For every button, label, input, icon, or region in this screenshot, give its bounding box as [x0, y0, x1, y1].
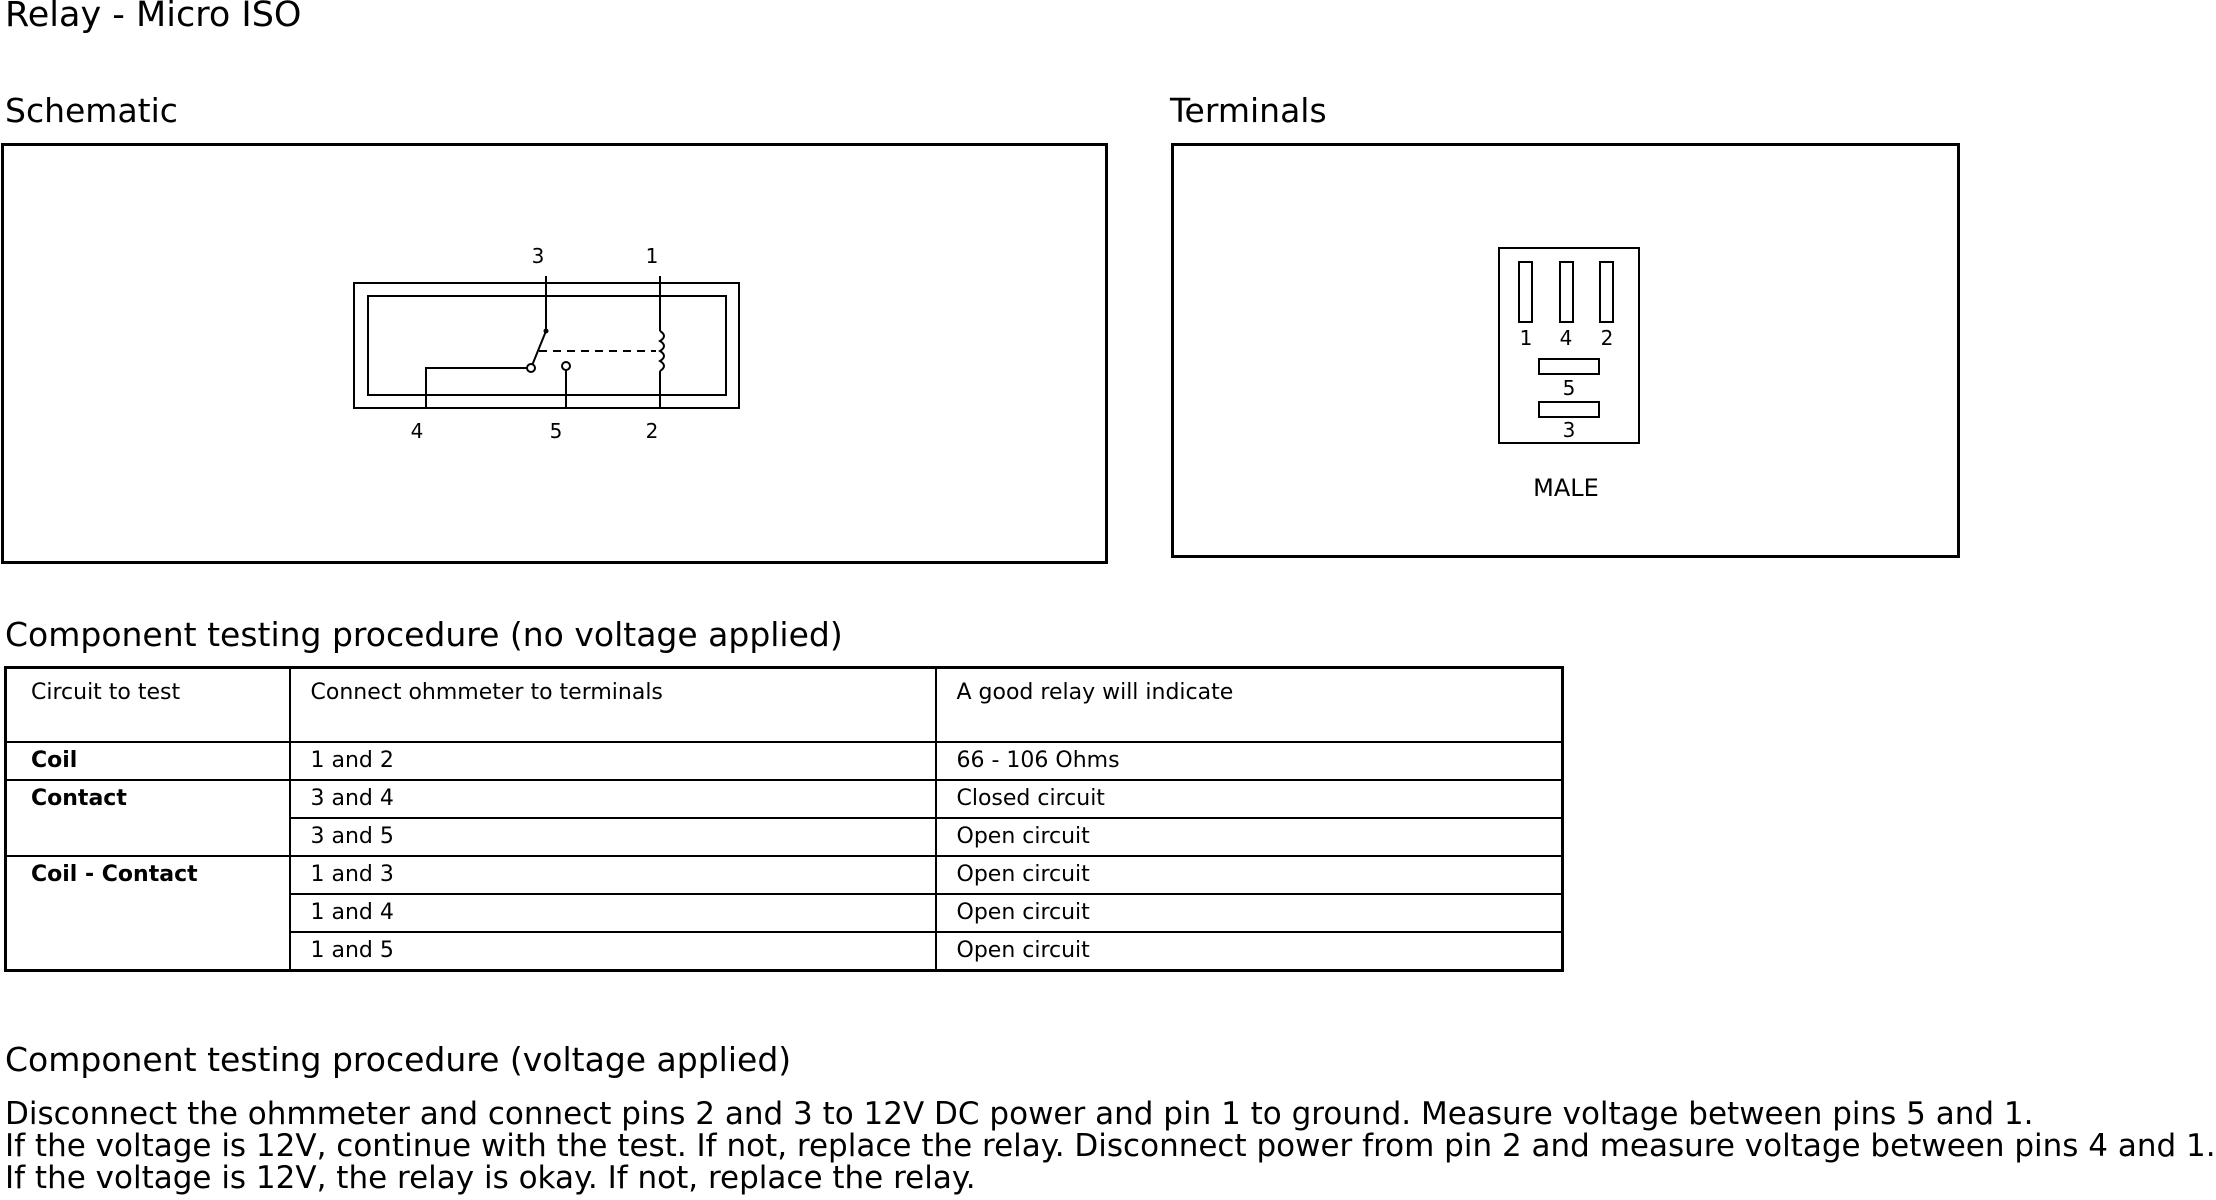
- terminal-caption: MALE: [1533, 474, 1599, 502]
- voltage-procedure-text: Disconnect the ohmmeter and connect pins…: [5, 1098, 2216, 1194]
- table-row: 3 and 5 Open circuit: [5, 817, 1563, 857]
- terminals-cell: 1 and 4: [289, 893, 937, 933]
- result-cell: Open circuit: [935, 893, 1563, 933]
- no-voltage-test-table: Circuit to test Connect ohmmeter to term…: [4, 666, 1564, 972]
- procedure-line: If the voltage is 12V, continue with the…: [5, 1128, 2216, 1164]
- terminal-layout-diagram: 1 4 2 5 3 MALE: [1498, 247, 1640, 502]
- terminals-cell: 1 and 5: [289, 931, 937, 970]
- procedure-line: Disconnect the ohmmeter and connect pins…: [5, 1096, 2034, 1132]
- schematic-heading: Schematic: [5, 91, 178, 130]
- table-row: Coil 1 and 2 66 - 106 Ohms: [5, 741, 1563, 781]
- terminals-cell: 3 and 4: [289, 779, 937, 819]
- circuit-cell: Contact: [5, 779, 291, 818]
- circuit-cell: Coil - Contact: [5, 855, 291, 894]
- circuit-cell: [5, 931, 291, 970]
- table-row: Coil - Contact 1 and 3 Open circuit: [5, 855, 1563, 895]
- circuit-cell: [5, 893, 291, 932]
- table-header-row: Circuit to test Connect ohmmeter to term…: [5, 667, 1563, 743]
- result-cell: Closed circuit: [935, 779, 1563, 819]
- result-cell: Open circuit: [935, 855, 1563, 895]
- schematic-pin-1-label: 1: [646, 244, 659, 268]
- page-title: Relay - Micro ISO: [5, 0, 302, 35]
- column-header-circuit: Circuit to test: [5, 667, 291, 743]
- terminals-cell: 1 and 3: [289, 855, 937, 895]
- result-cell: Open circuit: [935, 817, 1563, 857]
- terminal-pin-5-label: 5: [1563, 376, 1576, 400]
- circuit-cell: [5, 817, 291, 857]
- schematic-pin-2-label: 2: [646, 419, 659, 443]
- schematic-pin-5-label: 5: [550, 419, 563, 443]
- schematic-panel: 3 1 4 5 2: [1, 143, 1108, 564]
- voltage-heading: Component testing procedure (voltage app…: [5, 1040, 792, 1079]
- column-header-terminals: Connect ohmmeter to terminals: [289, 667, 937, 743]
- terminal-pin-4-label: 4: [1560, 326, 1573, 350]
- terminals-heading: Terminals: [1170, 91, 1327, 130]
- terminals-cell: 3 and 5: [289, 817, 937, 857]
- terminal-pin-3-label: 3: [1563, 418, 1576, 442]
- schematic-pin-4-label: 4: [411, 419, 424, 443]
- table-row: 1 and 4 Open circuit: [5, 893, 1563, 933]
- procedure-line: If the voltage is 12V, the relay is okay…: [5, 1160, 976, 1196]
- result-cell: Open circuit: [956, 937, 1090, 963]
- relay-schematic-diagram: 3 1 4 5 2: [353, 244, 740, 443]
- terminal-pin-2-label: 2: [1601, 326, 1614, 350]
- terminals-panel: 1 4 2 5 3 MALE: [1171, 143, 1960, 558]
- schematic-pin-3-label: 3: [532, 244, 545, 268]
- column-header-result: A good relay will indicate: [935, 667, 1563, 743]
- no-voltage-heading: Component testing procedure (no voltage …: [5, 615, 843, 654]
- circuit-cell: Coil: [5, 741, 291, 781]
- terminals-cell: 1 and 2: [289, 741, 937, 781]
- result-cell: 66 - 106 Ohms: [935, 741, 1563, 781]
- terminal-pin-1-label: 1: [1520, 326, 1533, 350]
- table-row: 1 and 5 Open circuit: [5, 931, 1563, 970]
- table-row: Contact 3 and 4 Closed circuit: [5, 779, 1563, 819]
